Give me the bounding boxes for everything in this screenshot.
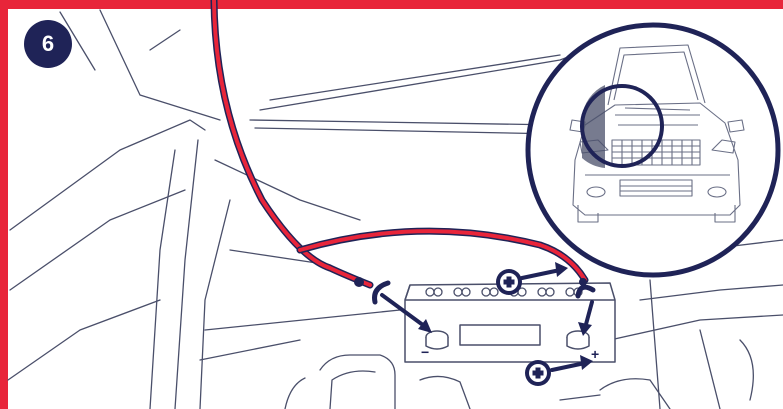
negative-sign: − <box>421 344 429 360</box>
car-engine-bay-inset <box>528 25 778 275</box>
step-number-badge: 6 <box>24 20 72 68</box>
plus-circle-icon <box>496 269 522 295</box>
cable-end-right <box>579 278 587 286</box>
plus-circle-icon <box>525 360 551 386</box>
positive-sign: + <box>591 346 599 362</box>
cable-end-left <box>354 277 364 287</box>
